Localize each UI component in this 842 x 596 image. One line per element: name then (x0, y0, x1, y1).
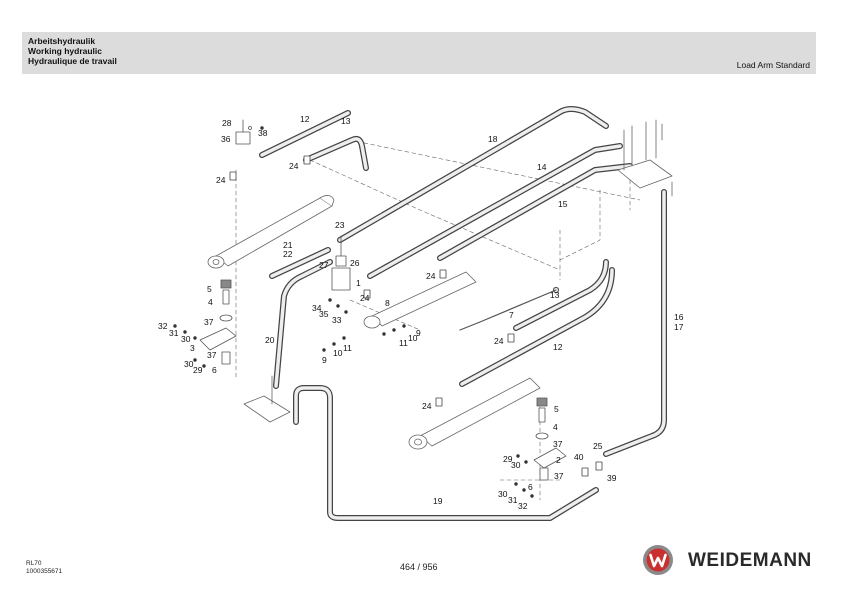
callout-21: 21 (283, 240, 293, 250)
callout-37: 37 (204, 317, 214, 327)
callout-33: 33 (332, 315, 342, 325)
callout-18: 18 (488, 134, 498, 144)
pilot-valve-left (199, 279, 237, 365)
callout-32: 32 (158, 321, 168, 331)
bracket-36 (235, 119, 252, 145)
callout-30: 30 (511, 460, 521, 470)
subtitle: Load Arm Standard (736, 60, 810, 70)
callout-14: 14 (537, 162, 547, 172)
callout-24: 24 (360, 293, 370, 303)
footer-document-info: RL70 1000355671 (26, 560, 62, 576)
callout-15: 15 (558, 199, 568, 209)
cylinder-upper (207, 195, 335, 269)
model-number: RL70 (26, 560, 42, 567)
hose-15 (437, 163, 633, 261)
callout-12: 12 (553, 342, 563, 352)
hose-19 (293, 385, 599, 521)
callout-4: 4 (553, 422, 558, 432)
callout-30: 30 (184, 359, 194, 369)
callout-6: 6 (528, 482, 533, 492)
page-number: 464 / 956 (400, 562, 438, 572)
callout-11: 11 (399, 338, 408, 348)
bracket-lower-left (243, 375, 291, 423)
callout-29: 29 (193, 365, 203, 375)
hose-12-top (259, 110, 351, 158)
brand-name: WEIDEMANN (688, 550, 812, 571)
callout-8: 8 (385, 298, 390, 308)
callout-37: 37 (554, 471, 564, 481)
hardware-bolts (173, 126, 534, 498)
document-number: 1000355671 (26, 568, 63, 575)
callout-13: 13 (550, 290, 560, 300)
callout-31: 31 (508, 495, 518, 505)
callout-36: 36 (221, 134, 231, 144)
hose-13-top (303, 135, 369, 171)
hose-13-lower (513, 259, 609, 331)
callout-31: 31 (169, 328, 179, 338)
cylinder-middle (363, 271, 477, 329)
callout-37: 37 (207, 350, 217, 360)
rod-7 (459, 286, 560, 331)
callout-10: 10 (408, 333, 418, 343)
callout-16: 16 (674, 312, 684, 322)
hose-18 (337, 106, 609, 243)
callout-9: 9 (416, 328, 421, 338)
page-header: Arbeitshydraulik Working hydraulic Hydra… (22, 32, 816, 74)
callout-38: 38 (258, 128, 268, 138)
cylinder-lower (408, 377, 541, 450)
title-french: Hydraulique de travail (28, 56, 117, 66)
callout-6: 6 (212, 365, 217, 375)
hose-16-17 (603, 189, 667, 457)
valve-center (331, 235, 351, 291)
callout-37: 37 (553, 439, 563, 449)
callout-17: 17 (674, 322, 684, 332)
callout-23: 23 (335, 220, 345, 230)
callout-9: 9 (322, 355, 327, 365)
callout-4: 4 (208, 297, 213, 307)
callout-2: 2 (556, 455, 561, 465)
pilot-valve-right (533, 397, 567, 481)
hose-20 (273, 259, 333, 389)
callout-7: 7 (509, 310, 514, 320)
callout-34: 34 (312, 303, 322, 313)
hose-12-lower (459, 267, 615, 387)
callout-27: 27 (319, 260, 329, 270)
callout-30: 30 (498, 489, 508, 499)
callout-24: 24 (494, 336, 504, 346)
callout-5: 5 (207, 284, 212, 294)
title-block: Arbeitshydraulik Working hydraulic Hydra… (28, 36, 117, 66)
callout-40: 40 (574, 452, 584, 462)
callout-13: 13 (341, 116, 351, 126)
callout-30: 30 (181, 334, 191, 344)
callout-5: 5 (554, 404, 559, 414)
callout-12: 12 (300, 114, 310, 124)
hose-14 (367, 143, 623, 279)
callout-24: 24 (426, 271, 436, 281)
callout-10: 10 (333, 348, 343, 358)
callout-11: 11 (343, 343, 352, 353)
callout-35: 35 (319, 309, 329, 319)
callout-32: 32 (518, 501, 528, 511)
callout-24: 24 (216, 175, 226, 185)
callout-28: 28 (222, 118, 232, 128)
callout-25: 25 (593, 441, 603, 451)
callout-19: 19 (433, 496, 443, 506)
callout-39: 39 (607, 473, 617, 483)
title-english: Working hydraulic (28, 46, 102, 56)
weidemann-logo-icon (643, 545, 673, 575)
callout-20: 20 (265, 335, 275, 345)
callout-22: 22 (283, 249, 293, 259)
callout-3: 3 (190, 343, 195, 353)
callout-26: 26 (350, 258, 360, 268)
callout-1: 1 (356, 278, 361, 288)
hose-21-22 (269, 247, 331, 279)
valve-block (617, 119, 673, 197)
title-german: Arbeitshydraulik (28, 36, 96, 46)
callout-24: 24 (289, 161, 299, 171)
callout-29: 29 (503, 454, 513, 464)
callout-24: 24 (422, 401, 432, 411)
fittings (229, 155, 603, 477)
